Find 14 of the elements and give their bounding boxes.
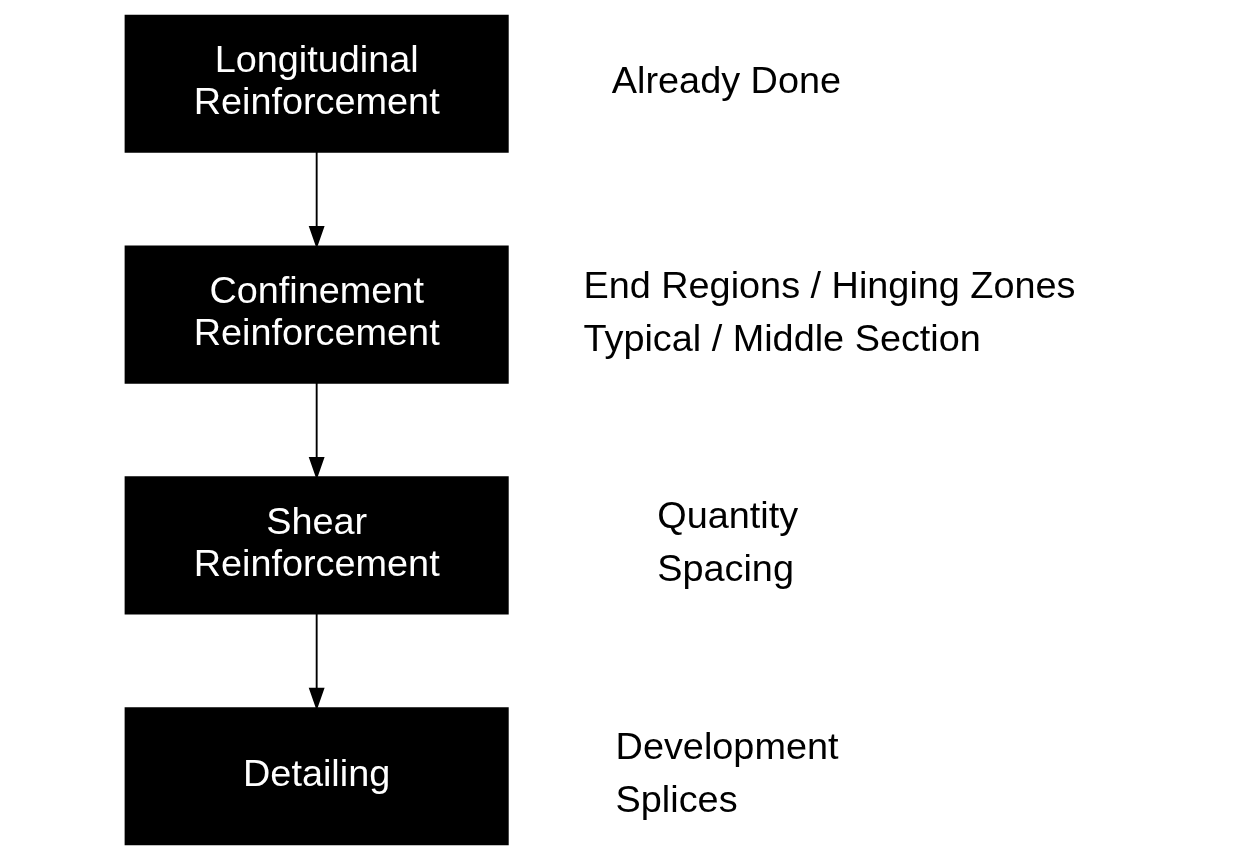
node-label: Spacing [656, 547, 794, 590]
node-box: Shear Reinforcement [124, 476, 509, 615]
arrow [308, 151, 325, 249]
node-label: Splices [615, 778, 738, 821]
node-label: Already Done [611, 59, 841, 102]
node-label: Quantity [656, 494, 798, 537]
node-box: Detailing [124, 707, 509, 846]
arrow [308, 612, 325, 711]
arrow [308, 381, 325, 480]
node-label: Development [615, 725, 838, 768]
node-box: Confinement Reinforcement [124, 245, 509, 384]
node-label: End Regions / Hinging Zones [582, 263, 1076, 306]
node-box: Longitudinal Reinforcement [124, 14, 509, 153]
node-label: Typical / Middle Section [582, 316, 981, 359]
